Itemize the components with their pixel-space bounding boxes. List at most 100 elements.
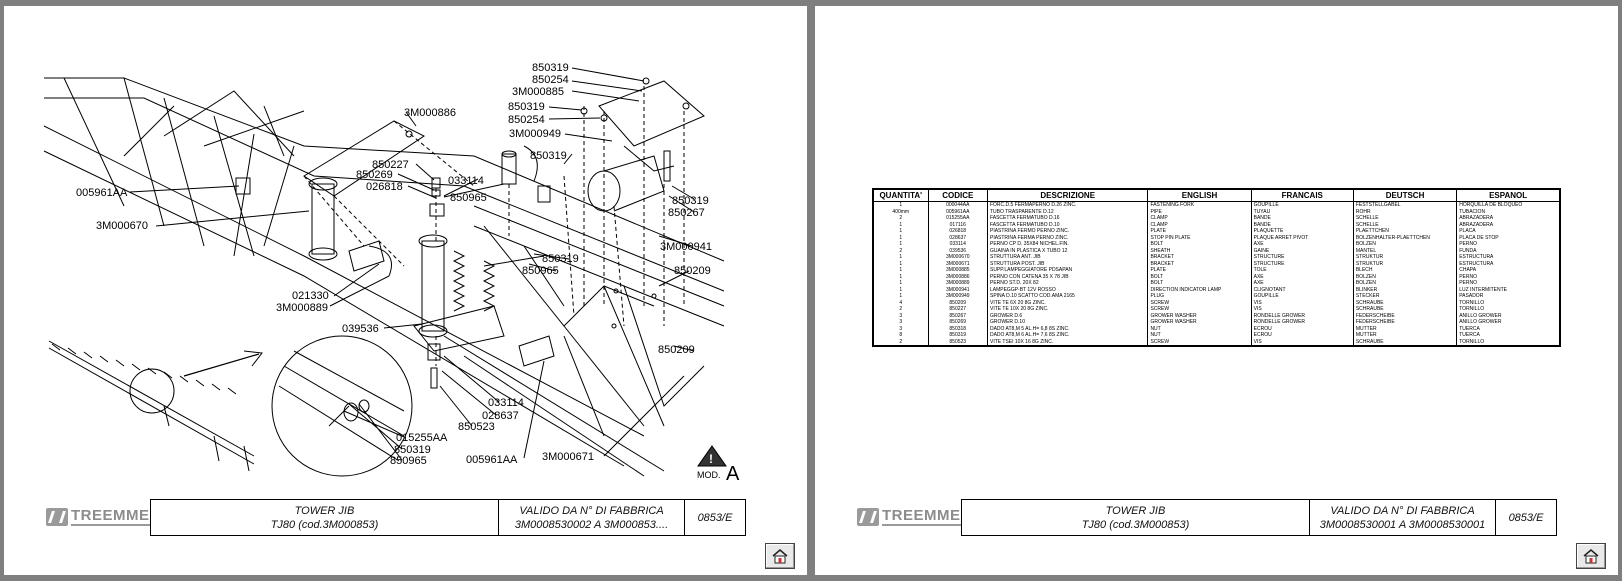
cell-english: NUT xyxy=(1147,332,1252,339)
cell-descrizione: PIASTRINA FERMA PERNO ZINC. xyxy=(986,234,1149,241)
cell-deutsch: SCHRAUBE xyxy=(1352,338,1458,346)
center-base-plate xyxy=(413,305,505,352)
table-header-row: QUANTITA' CODICE DESCRIZIONE ENGLISH FRA… xyxy=(872,188,1561,202)
cell-espanol: ESTRUCTURA xyxy=(1456,260,1561,267)
callout: 850254 xyxy=(532,74,569,86)
cell-codice: 850269 xyxy=(927,319,988,326)
cell-english: GROWER WASHER xyxy=(1147,319,1252,326)
cell-english: PLUG xyxy=(1147,293,1252,300)
cell-english: GROWER WASHER xyxy=(1147,312,1252,319)
cell-deutsch: BOLZEN xyxy=(1352,280,1458,287)
cell-deutsch: MUTTER xyxy=(1352,325,1458,332)
callout: 3M000671 xyxy=(542,451,594,463)
col-codice: CODICE xyxy=(927,188,988,202)
callout: 850267 xyxy=(668,207,705,219)
leader-lines xyxy=(129,67,695,461)
home-icon xyxy=(1583,549,1599,564)
cell-descrizione: DADO AT8,M 5 AL.H= 6,8 8S ZINC. xyxy=(986,325,1149,332)
cell-codice: 017116 xyxy=(927,221,988,228)
truss-chord-right xyxy=(473,205,725,307)
truss-chord-bottom2 xyxy=(463,355,645,477)
cell-espanol: PASADOR xyxy=(1456,293,1561,300)
truss-chord-right2 xyxy=(473,225,725,327)
cell-espanol: TORNILLO xyxy=(1456,338,1561,346)
callout: 850319 xyxy=(530,150,567,162)
cell-descrizione: VITE TE 10X 20 8G ZINC. xyxy=(986,306,1149,313)
left-tower xyxy=(311,183,335,255)
mod-label: MOD. xyxy=(697,470,721,480)
cell-deutsch: STECKER xyxy=(1352,293,1458,300)
cell-descrizione: TUBO TRASPARENTE D.12 xyxy=(986,208,1149,215)
cell-deutsch: SCHELLE xyxy=(1352,215,1458,222)
cell-espanol: ESTRUCTURA xyxy=(1456,254,1561,261)
cell-espanol: CHAPA xyxy=(1456,267,1561,274)
cell-espanol: TORNILLO xyxy=(1456,299,1561,306)
validity-cell: VALIDO DA N° DI FABBRICA 3M0008530001 A … xyxy=(1310,500,1496,535)
cell-descrizione: FASCETTA FERMATUBO D.16 xyxy=(986,215,1149,222)
cell-espanol: ABRAZADERA xyxy=(1456,221,1561,228)
cell-codice: 015255AA xyxy=(927,215,988,222)
cell-descrizione: DADO AT8,M 6 AL.H= 7,6 8S ZINC. xyxy=(986,332,1149,339)
cell-codice: 3M000670 xyxy=(927,254,988,261)
home-button[interactable] xyxy=(1576,543,1606,569)
truss-chord-low xyxy=(43,150,625,467)
cell-espanol: HORQUILLA DE BLOQUEO xyxy=(1456,201,1561,209)
cell-english: BOLT xyxy=(1147,241,1252,248)
detail-circle xyxy=(271,335,413,477)
cell-codice: 850267 xyxy=(927,312,988,319)
cell-english: SHEATH xyxy=(1147,247,1252,254)
callout: 850319 xyxy=(394,444,431,456)
overview-crane xyxy=(48,340,255,465)
truss-web-left xyxy=(123,90,295,157)
title-line1: TOWER JIB xyxy=(1105,504,1166,517)
callout: 850319 xyxy=(542,253,579,265)
cell-deutsch: FESTSTELLGABEL xyxy=(1352,201,1458,209)
callout: 3M000949 xyxy=(509,128,561,140)
cell-codice: 3M000885 xyxy=(927,267,988,274)
truss-chord-bottom xyxy=(443,335,665,472)
cell-codice: 3M000671 xyxy=(927,260,988,267)
page-code: 0853/E xyxy=(1508,511,1544,524)
cell-codice: 850209 xyxy=(927,299,988,306)
drawing-page: 850319 850254 3M000885 3M000886 850319 8… xyxy=(4,6,807,575)
callout: 021330 xyxy=(292,290,329,302)
cell-codice: 850318 xyxy=(927,325,988,332)
cell-deutsch: BOLZEN xyxy=(1352,273,1458,280)
col-quantita: QUANTITA' xyxy=(872,188,929,202)
cell-english: CLAMP xyxy=(1147,221,1252,228)
cell-deutsch: STRUKTUR xyxy=(1352,260,1458,267)
cell-deutsch: BOLZEN xyxy=(1352,241,1458,248)
cell-quantita: 2 xyxy=(872,338,929,346)
title-line1: TOWER JIB xyxy=(294,504,355,517)
cell-descrizione: SPINA D.10 SCATTO COD.AMA 2165 xyxy=(986,293,1149,300)
cell-codice: 3M000889 xyxy=(927,280,988,287)
callout: 850254 xyxy=(508,114,545,126)
callout: 3M000670 xyxy=(96,220,148,232)
cell-descrizione: PERNO ST.D. 20X 82 xyxy=(986,280,1149,287)
left-bracket xyxy=(348,240,385,272)
cell-descrizione: GROWER D.6 xyxy=(986,312,1149,319)
cell-deutsch: FEDERSCHEIBE xyxy=(1352,312,1458,319)
treemme-logo-icon xyxy=(46,508,68,526)
callout: 850965 xyxy=(390,455,427,467)
col-descrizione: DESCRIZIONE xyxy=(986,188,1149,202)
treemme-logo: TREEMME xyxy=(46,506,150,528)
callout: 033114 xyxy=(488,397,524,409)
home-button[interactable] xyxy=(765,543,795,569)
valid-line2: 3M0008530002 A 3M000853.... xyxy=(514,518,669,531)
cell-descrizione: VITE TE 6X 20 8G ZINC. xyxy=(986,299,1149,306)
cell-espanol: PLACA xyxy=(1456,228,1561,235)
cell-english: DIRECTION INDICATOR LAMP xyxy=(1147,286,1252,293)
